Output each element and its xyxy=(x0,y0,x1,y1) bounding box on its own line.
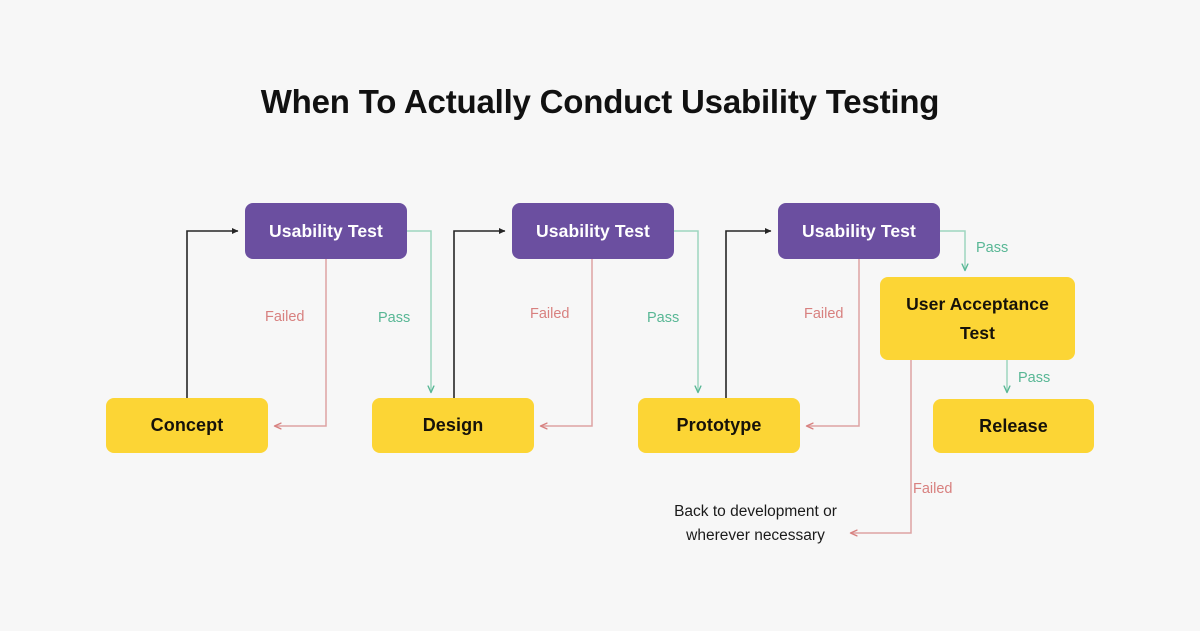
node-label-wrapper: User Acceptance Test xyxy=(906,290,1049,347)
edge-test3-failed-to-prototype xyxy=(807,259,860,426)
node-label: Prototype xyxy=(676,415,762,435)
edge-test2-failed-to-design xyxy=(541,259,593,426)
node-label: Usability Test xyxy=(269,220,383,241)
note-back-to-development: Back to development or wherever necessar… xyxy=(663,500,848,548)
node-prototype[interactable]: Prototype xyxy=(638,398,800,453)
edge-label-failed-4: Failed xyxy=(913,481,953,497)
edge-label-pass-4: Pass xyxy=(1018,370,1051,386)
edge-label-pass-1: Pass xyxy=(378,310,411,326)
edge-label-failed-2: Failed xyxy=(530,306,570,322)
node-label: Usability Test xyxy=(802,220,916,241)
node-usability-test-2[interactable]: Usability Test xyxy=(512,203,674,259)
edge-prototype-to-test3 xyxy=(725,228,772,398)
edge-test1-failed-to-concept xyxy=(275,259,327,426)
node-label-line-1: User Acceptance xyxy=(906,294,1049,315)
edge-label-pass-3: Pass xyxy=(976,240,1009,256)
node-label: Design xyxy=(422,415,484,435)
node-label-line-2: Test xyxy=(959,322,996,343)
node-design[interactable]: Design xyxy=(372,398,534,453)
note-line-1: Back to development or xyxy=(674,503,837,520)
page-title: When To Actually Conduct Usability Testi… xyxy=(260,83,940,120)
node-user-acceptance-test[interactable]: User Acceptance Test xyxy=(880,277,1075,360)
edge-label-failed-3: Failed xyxy=(804,306,844,322)
node-concept[interactable]: Concept xyxy=(106,398,268,453)
node-release[interactable]: Release xyxy=(933,399,1094,453)
edge-test1-pass-to-design xyxy=(407,230,431,392)
node-label: Concept xyxy=(150,415,224,435)
edge-test3-pass-to-uat xyxy=(940,230,965,270)
note-line-2: wherever necessary xyxy=(686,527,825,545)
node-usability-test-1[interactable]: Usability Test xyxy=(245,203,407,259)
edge-uat-failed-to-development xyxy=(851,360,912,533)
node-label: Release xyxy=(979,415,1048,436)
edge-label-failed-1: Failed xyxy=(265,309,305,325)
node-label: Usability Test xyxy=(536,220,650,241)
edge-concept-to-test1 xyxy=(186,228,239,398)
node-usability-test-3[interactable]: Usability Test xyxy=(778,203,940,259)
edge-label-pass-2: Pass xyxy=(647,310,680,326)
edge-design-to-test2 xyxy=(453,228,506,398)
